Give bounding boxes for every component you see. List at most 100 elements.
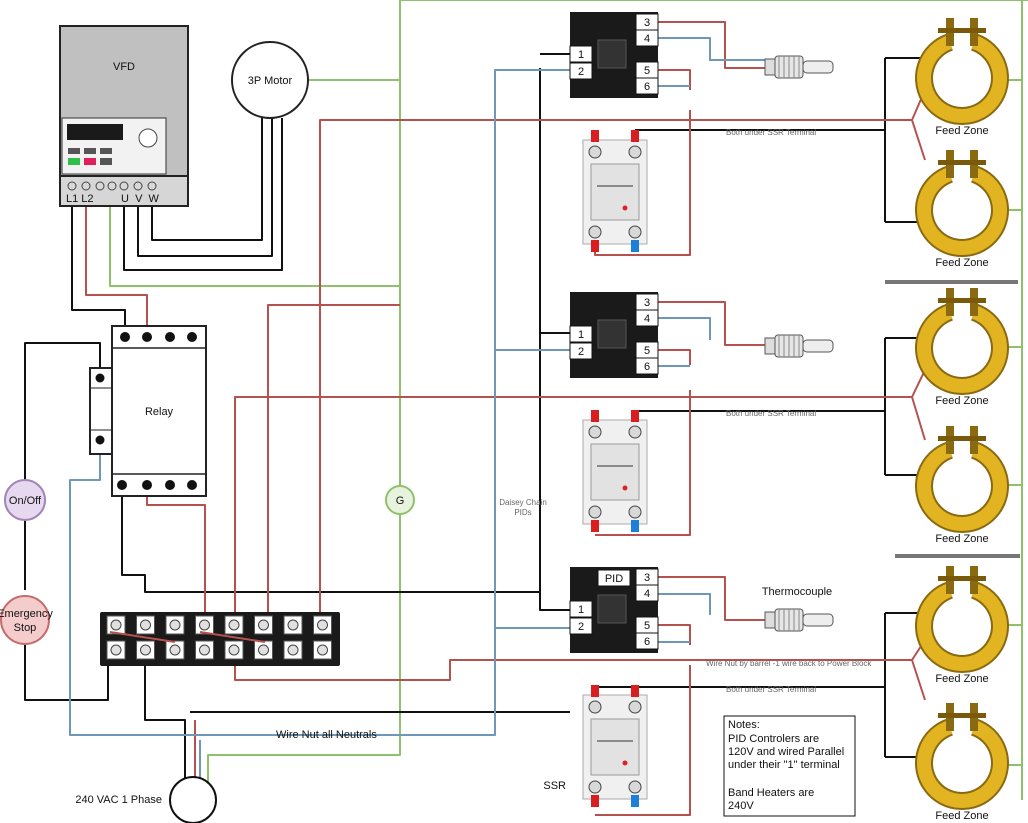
pid1-term-1: 1 <box>578 49 584 61</box>
band-heater: Feed Zone <box>915 288 1009 407</box>
ground-label: G <box>396 495 405 507</box>
pid1-term-3: 3 <box>644 17 650 29</box>
thermocouple-3 <box>764 608 834 632</box>
vfd-key <box>84 148 96 154</box>
vfd: VFD L1 L2 U V W <box>59 25 189 207</box>
ssr-label-plate <box>590 718 640 776</box>
ssr-label-plate <box>590 443 640 501</box>
ssr-screw <box>588 225 602 239</box>
pid1-term-2: 2 <box>578 66 584 78</box>
ssr-screw <box>628 145 642 159</box>
vfd-run-key <box>68 158 80 165</box>
ssr-screw <box>588 145 602 159</box>
ssr-terminal-positive <box>591 795 599 807</box>
pid2-term-6: 6 <box>644 361 650 373</box>
band-heater: Feed Zone <box>915 150 1009 269</box>
on-off-switch: On/Off <box>4 479 46 521</box>
feed-zone-label: Feed Zone <box>935 810 988 822</box>
notes-line: Band Heaters are <box>728 787 814 799</box>
ssr-terminal-ac <box>591 685 599 697</box>
ssr-note-2: Both under SSR Terminal <box>726 409 816 418</box>
feed-zone-label: Feed Zone <box>935 533 988 545</box>
band-heater: Feed Zone <box>915 703 1009 822</box>
feed-zone-label: Feed Zone <box>935 125 988 137</box>
ssr-screw <box>628 780 642 794</box>
ssr-terminal-ac <box>591 130 599 142</box>
on-off-circle <box>4 479 46 521</box>
ssr-screw <box>628 700 642 714</box>
pid1-term-6: 6 <box>644 81 650 93</box>
thermocouple-probe <box>802 339 834 353</box>
pid2-term-4: 4 <box>644 313 650 325</box>
ssr-screw <box>628 505 642 519</box>
thermocouple-label: Thermocouple <box>762 586 832 598</box>
ssr-screw <box>588 425 602 439</box>
power-input: 240 VAC 1 Phase <box>75 776 217 823</box>
relay-top-terminals <box>120 332 197 342</box>
ssr-screw <box>588 780 602 794</box>
thermocouple-nut <box>764 337 776 355</box>
motor-circle <box>231 41 309 119</box>
ssr-label-plate <box>590 163 640 221</box>
neutral-note: Wire Nut all Neutrals <box>276 729 377 741</box>
ssr-terminal-positive <box>591 240 599 252</box>
vfd-key <box>100 158 112 165</box>
pid2-term-3: 3 <box>644 297 650 309</box>
thermocouple-probe <box>802 613 834 627</box>
wires <box>24 0 1028 816</box>
pid3-term-3: 3 <box>644 572 650 584</box>
on-off-label: On/Off <box>9 495 42 507</box>
vfd-key <box>68 148 80 154</box>
daisy-chain-label-2: PIDs <box>514 508 531 517</box>
feed-zone-label: Feed Zone <box>935 673 988 685</box>
notes-box: Notes: PID Controlers are 120V and wired… <box>723 715 856 817</box>
wire-nut-note: Wire Nut by barrel -1 wire back to Power… <box>706 659 872 668</box>
ssr-note-1: Both under SSR Terminal <box>726 128 816 137</box>
ssr-terminal-ac <box>591 410 599 422</box>
ssr-1 <box>582 130 648 252</box>
pid2-term-5: 5 <box>644 345 650 357</box>
vfd-knob <box>138 128 158 148</box>
band-heater: Feed Zone <box>915 426 1009 545</box>
thermocouple-2 <box>764 334 834 358</box>
vfd-terminal-labels: L1 L2 U V W <box>66 193 160 205</box>
vfd-label: VFD <box>113 61 135 73</box>
ssr-terminal-positive <box>591 520 599 532</box>
vfd-key <box>100 148 112 154</box>
vfd-terminal-strip <box>59 175 189 207</box>
motor: 3P Motor <box>231 41 309 119</box>
feed-zone-label: Feed Zone <box>935 395 988 407</box>
relay: Relay <box>89 325 207 497</box>
pid2-term-2: 2 <box>578 346 584 358</box>
pid-controller-2: 1 2 3 4 5 6 <box>569 292 659 378</box>
pid3-term-2: 2 <box>578 621 584 633</box>
emergency-stop: Emergency Stop <box>0 595 53 645</box>
notes-line: under their "1" terminal <box>728 759 840 771</box>
band-heater: Feed Zone <box>915 18 1009 137</box>
pid3-term-5: 5 <box>644 620 650 632</box>
relay-bottom-terminals <box>117 480 197 490</box>
pid1-term-4: 4 <box>644 33 650 45</box>
power-input-circle <box>169 776 217 823</box>
relay-label: Relay <box>145 406 174 418</box>
pid3-term-6: 6 <box>644 636 650 648</box>
ssr-note-3: Both under SSR Terminal <box>726 685 816 694</box>
notes-line: PID Controlers are <box>728 733 819 745</box>
thermocouple-probe <box>802 60 834 74</box>
pid3-term-1: 1 <box>578 604 584 616</box>
motor-label: 3P Motor <box>248 75 293 87</box>
power-distribution-block <box>100 612 340 666</box>
ssr-2 <box>582 410 648 532</box>
pid1-term-5: 5 <box>644 65 650 77</box>
ssr-terminal-ac <box>631 130 639 142</box>
ssr-terminal-ac <box>631 685 639 697</box>
ssr-screw <box>628 425 642 439</box>
emergency-stop-circle <box>0 595 50 645</box>
ssr-terminal-negative <box>631 795 639 807</box>
emergency-stop-label-1: Emergency <box>0 608 53 620</box>
ssr-label: SSR <box>543 780 566 792</box>
notes-line: 240V <box>728 800 754 812</box>
ssr-3 <box>582 685 648 807</box>
